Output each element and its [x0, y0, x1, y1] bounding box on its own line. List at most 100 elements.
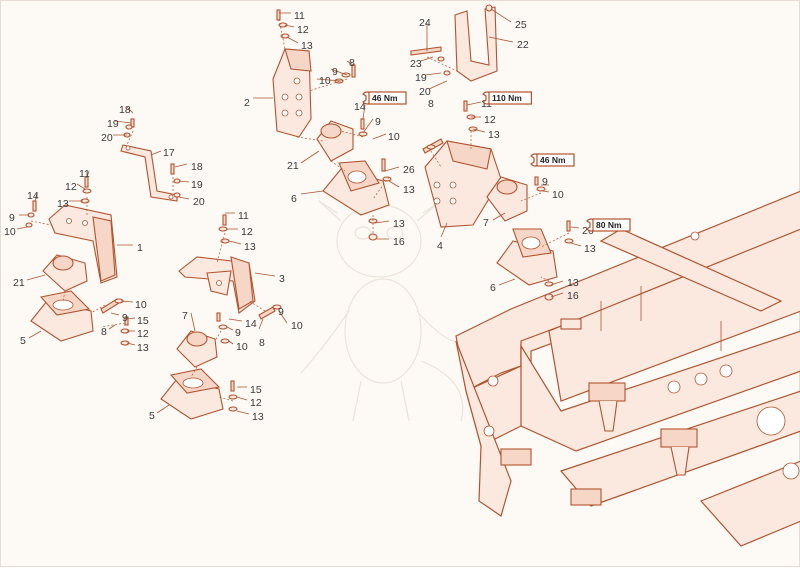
callout-21: 21: [287, 160, 299, 172]
callout-14: 14: [245, 318, 257, 330]
callout-23: 23: [410, 58, 422, 70]
callout-13: 13: [57, 198, 69, 210]
mount-6-center: [322, 160, 390, 216]
callout-10: 10: [388, 131, 400, 143]
bracket-17: [120, 144, 178, 202]
mount-21-top: [316, 120, 354, 162]
callout-1: 1: [137, 242, 143, 254]
callout-8: 8: [349, 57, 355, 69]
mount-7-lower: [176, 330, 218, 368]
torque-value: 46 Nm: [372, 93, 398, 103]
callout-10: 10: [552, 189, 564, 201]
callout-9: 9: [542, 176, 548, 188]
torque-box: [488, 91, 533, 105]
callout-6: 6: [490, 282, 496, 294]
callout-11: 11: [238, 210, 249, 222]
callout-10: 10: [236, 341, 248, 353]
torque-wrench-label: 46 Nm: [362, 91, 407, 105]
torque-value: 110 Nm: [492, 93, 522, 103]
callout-22: 22: [517, 39, 529, 51]
mount-7-right: [486, 176, 528, 222]
callout-13: 13: [244, 241, 256, 253]
callout-8: 8: [101, 326, 107, 338]
callout-24: 24: [419, 17, 431, 29]
callout-13: 13: [403, 184, 415, 196]
torque-value: 80 Nm: [596, 220, 622, 230]
callout-18: 18: [119, 104, 131, 116]
callout-16: 16: [567, 290, 579, 302]
callout-12: 12: [484, 114, 496, 126]
callout-12: 12: [137, 328, 149, 340]
torque-value: 46 Nm: [540, 155, 566, 165]
callout-8: 8: [259, 337, 265, 349]
assembly-guides: [30, 8, 570, 402]
callout-16: 16: [393, 236, 405, 248]
callout-9: 9: [122, 312, 128, 324]
callout-10: 10: [135, 299, 147, 311]
callout-7: 7: [182, 310, 188, 322]
callout-13: 13: [252, 411, 264, 423]
callout-12: 12: [241, 226, 253, 238]
callout-10: 10: [291, 320, 303, 332]
torque-labels: 46 Nm 110 Nm 46 Nm 80 Nm: [362, 91, 631, 232]
callout-9: 9: [375, 116, 381, 128]
callout-17: 17: [163, 147, 175, 159]
callout-13: 13: [488, 129, 500, 141]
callout-10: 10: [4, 226, 16, 238]
callout-20: 20: [193, 196, 205, 208]
callout-20: 20: [101, 132, 113, 144]
callout-19: 19: [191, 179, 203, 191]
mount-5-lower: [160, 368, 224, 420]
callout-18: 18: [191, 161, 203, 173]
callout-10: 10: [319, 75, 331, 87]
bracket-1: [48, 204, 118, 284]
callout-13: 13: [301, 40, 313, 52]
torque-box: [536, 153, 575, 167]
mascot-watermark: [300, 200, 472, 422]
callout-11: 11: [79, 168, 90, 180]
callout-26: 26: [582, 225, 594, 237]
callout-4: 4: [437, 240, 443, 252]
callout-15: 15: [250, 384, 262, 396]
callout-9: 9: [278, 306, 284, 318]
u-bracket-22: [454, 6, 498, 82]
mount-6-right: [496, 228, 558, 286]
callout-13: 13: [567, 277, 579, 289]
torque-wrench-label: 80 Nm: [586, 218, 631, 232]
callout-5: 5: [149, 410, 155, 422]
callout-2: 2: [244, 97, 250, 109]
bracket-4: [424, 140, 502, 228]
chassis-frame: [455, 190, 800, 547]
callout-9: 9: [332, 66, 338, 78]
callout-13: 13: [584, 243, 596, 255]
callout-12: 12: [65, 181, 77, 193]
callout-3: 3: [279, 273, 285, 285]
leader-lines: [16, 8, 582, 415]
callout-7: 7: [483, 217, 489, 229]
torque-box: [592, 218, 631, 232]
torque-box: [368, 91, 407, 105]
callout-9: 9: [235, 327, 241, 339]
callout-25: 25: [515, 19, 527, 31]
callout-13: 13: [137, 342, 149, 354]
callout-9: 9: [9, 212, 15, 224]
callout-19: 19: [107, 118, 119, 130]
callout-13: 13: [393, 218, 405, 230]
callout-12: 12: [250, 397, 262, 409]
torque-wrench-label: 110 Nm: [482, 91, 533, 105]
callout-19: 19: [415, 72, 427, 84]
callout-12: 12: [297, 24, 309, 36]
callout-11: 11: [294, 10, 305, 22]
bracket-2: [272, 48, 312, 138]
callout-6: 6: [291, 193, 297, 205]
mount-5-left: [30, 290, 94, 342]
callout-14: 14: [354, 101, 366, 113]
callout-14: 14: [27, 190, 39, 202]
callout-5: 5: [20, 335, 26, 347]
callout-26: 26: [403, 164, 415, 176]
mount-21-left: [42, 254, 88, 292]
callout-20: 20: [419, 86, 431, 98]
